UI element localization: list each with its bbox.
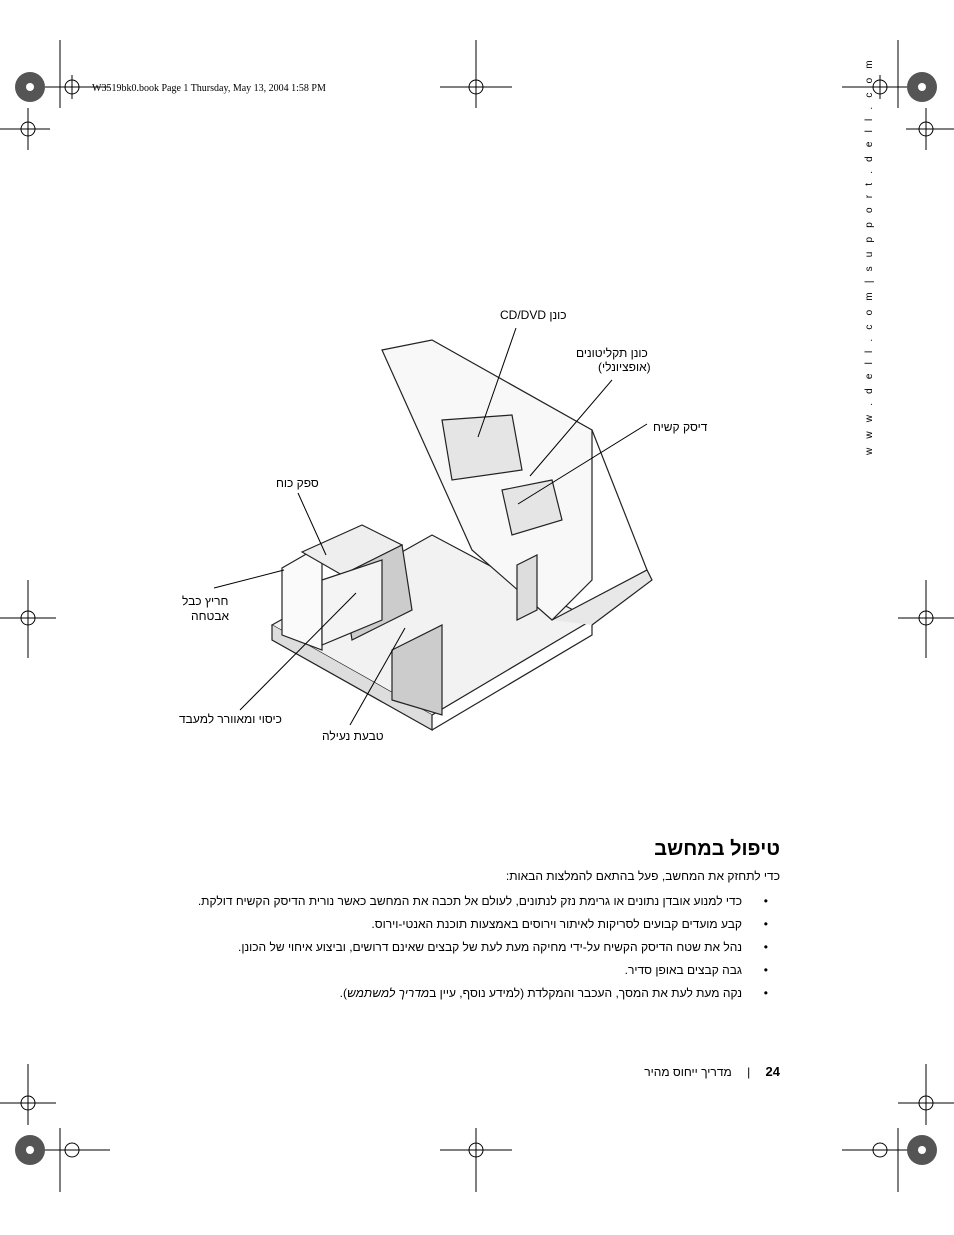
care-tips-list: •כדי למנוע אובדן נתונים או גרימת נזק לנת…: [140, 893, 780, 1008]
users-guide-reference: מדריך למשתמש: [347, 986, 430, 1000]
page-number: 24: [765, 1064, 780, 1079]
label-cd-dvd: כונן CD/DVD: [500, 308, 567, 322]
label-power-supply: ספק כוח: [276, 476, 319, 490]
list-item: •קבע מועדים קבועים לסריקות לאיתור וירוסי…: [371, 917, 768, 931]
label-floppy-optional: (אופציונלי): [598, 360, 651, 374]
label-security-slot-2: אבטחה: [191, 609, 230, 623]
page-footer: 24 | מדריך ייחוס מהיר: [500, 1064, 780, 1079]
label-floppy: כונן תקליטונים: [576, 346, 648, 360]
file-info: W3519bk0.book Page 1 Thursday, May 13, 2…: [92, 83, 326, 94]
list-item: •גבה קבצים באופן סדיר.: [624, 963, 768, 977]
list-item: •כדי למנוע אובדן נתונים או גרימת נזק לנת…: [197, 894, 768, 908]
computer-interior-diagram: [270, 339, 653, 732]
label-security-slot: חריץ כבל: [182, 594, 229, 608]
list-item: •נהל את שטח הדיסק הקשיח על-ידי מחיקה מעת…: [238, 940, 768, 954]
list-item: •נקה מעת לעת את המסך, העכבר והמקלדת (למי…: [339, 986, 768, 1000]
section-intro: כדי לתחזק את המחשב, פעל בהתאם להמלצות הב…: [505, 869, 780, 883]
label-hard-drive: דיסק קשיח: [653, 420, 708, 434]
label-padlock-ring: טבעת נעילה: [322, 729, 384, 743]
label-processor-shroud: כיסוי ומאוורר למעבד: [179, 712, 282, 726]
footer-separator: |: [747, 1065, 751, 1079]
footer-title: מדריך ייחוס מהיר: [644, 1065, 732, 1079]
section-title: טיפול במחשב: [654, 838, 780, 860]
